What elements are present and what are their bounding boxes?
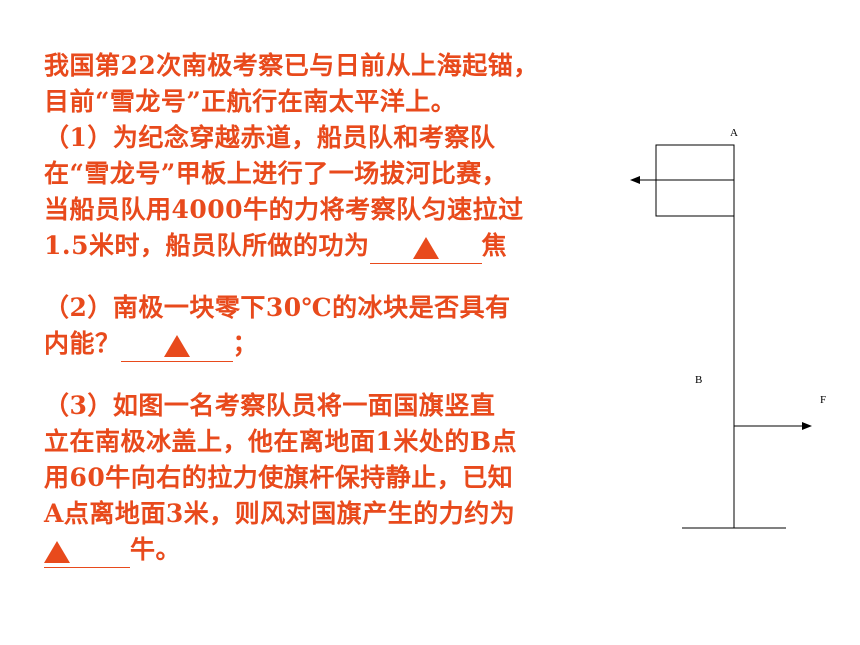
q2-line-2-prefix: 内能？: [44, 329, 121, 358]
intro-line-2: 目前“雪龙号”正航行在南太平洋上。: [44, 87, 457, 116]
q3-line-5-suffix: 牛。: [130, 535, 182, 564]
q3-line-3: 用60牛向右的拉力使旗杆保持静止，已知: [44, 463, 514, 492]
spacer: [44, 264, 604, 290]
triangle-marker-icon: [163, 335, 190, 357]
q1-line-4: 1.5米时，船员队所做的功为 焦: [44, 228, 604, 264]
q2-line-2-suffix: ；: [232, 329, 259, 358]
q1-line-2: 在“雪龙号”甲板上进行了一场拔河比赛，: [44, 159, 508, 188]
q1-line-3: 当船员队用4000牛的力将考察队匀速拉过: [44, 195, 524, 224]
q1-line-4-prefix: 1.5米时，船员队所做的功为: [44, 231, 370, 260]
wind-arrow-head-icon: [630, 176, 640, 184]
answer-blank-2[interactable]: [120, 331, 233, 362]
q1-line-1: （1）为纪念穿越赤道，船员队和考察队: [44, 123, 496, 152]
label-b: B: [695, 374, 702, 386]
label-a: A: [730, 127, 738, 139]
question-text: 我国第22次南极考察已与日前从上海起锚， 目前“雪龙号”正航行在南太平洋上。 （…: [44, 48, 604, 568]
intro-line-1: 我国第22次南极考察已与日前从上海起锚，: [44, 51, 539, 80]
q3-line-1: （3）如图一名考察队员将一面国旗竖直: [44, 391, 496, 420]
q3-line-5: 牛。: [44, 532, 604, 568]
q1-line-4-suffix: 焦: [481, 231, 508, 260]
label-f: F: [820, 394, 826, 406]
q3-line-2: 立在南极冰盖上，他在离地面1米处的B点: [44, 427, 518, 456]
q2-line-2: 内能？ ；: [44, 326, 604, 362]
flagpole-diagram: A B F: [630, 127, 826, 529]
q3-line-4: A点离地面3米，则风对国旗产生的力约为: [44, 499, 516, 528]
pull-arrow-head-icon: [802, 422, 812, 430]
q2-line-1: （2）南极一块零下30℃的冰块是否具有: [44, 293, 511, 322]
triangle-marker-icon: [44, 541, 70, 563]
triangle-marker-icon: [412, 237, 439, 259]
spacer: [44, 362, 604, 388]
answer-blank-1[interactable]: [369, 233, 482, 264]
answer-blank-3[interactable]: [44, 537, 130, 568]
